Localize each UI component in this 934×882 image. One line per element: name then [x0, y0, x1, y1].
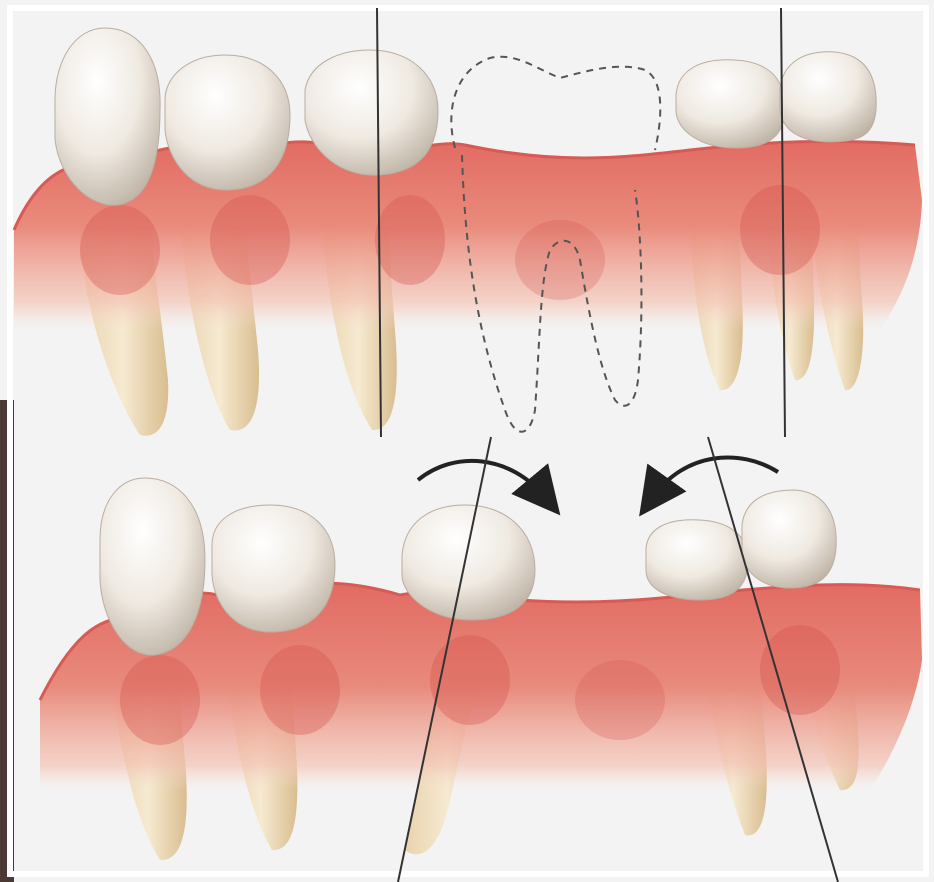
top-tooth-2 — [165, 55, 290, 190]
top-panel — [14, 8, 922, 437]
bottom-tooth-4-tilted — [646, 520, 748, 600]
bottom-tooth-1 — [100, 478, 205, 655]
top-tooth-6 — [780, 52, 876, 142]
bottom-panel — [40, 437, 922, 882]
top-tooth-1 — [55, 28, 160, 205]
bottom-tooth-3-tilted — [402, 505, 535, 620]
top-tooth-3 — [305, 50, 438, 175]
bottom-tooth-2 — [212, 505, 335, 632]
bottom-tooth-5 — [742, 490, 836, 588]
top-tooth-5 — [676, 60, 785, 148]
